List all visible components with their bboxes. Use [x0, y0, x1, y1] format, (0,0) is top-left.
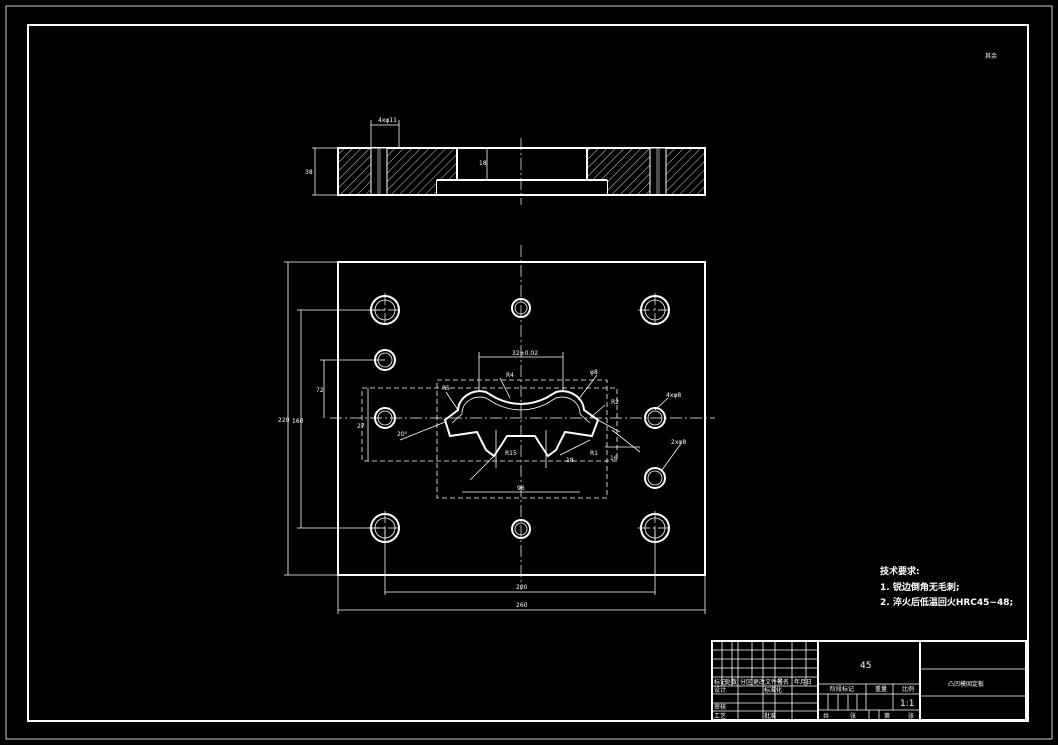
- dim-angle: 20°: [397, 431, 408, 438]
- dim-r4: R4: [506, 372, 514, 379]
- dim-r15: R15: [505, 450, 517, 457]
- tb-row-2: 工艺: [714, 712, 726, 720]
- note-2: 2. 淬火后低温回火HRC45~48;: [880, 596, 1013, 608]
- tb-material: 45: [860, 661, 871, 671]
- pin-hole-left: [374, 407, 396, 429]
- tb-sheet-1: 张: [850, 712, 856, 720]
- corner-note: 其余: [985, 52, 997, 60]
- dim-depth-side: 18: [479, 160, 487, 167]
- plate-outline: [337, 261, 706, 576]
- dim-r5: R5: [442, 385, 450, 392]
- tb-header-2: 分区: [740, 678, 752, 686]
- tb-row-3: 标准化: [764, 686, 782, 694]
- dim-hole-span-y: 160: [292, 418, 304, 425]
- bolt-hole-tr: [638, 293, 672, 327]
- notes-heading: 技术要求:: [880, 565, 920, 577]
- pilot-hole-bottom: [511, 519, 531, 539]
- hatch-left-1: [338, 148, 371, 195]
- dim-pilot-offset: 72: [316, 387, 324, 394]
- tb-scale: 1:1: [900, 699, 914, 709]
- dim-overall-width: 260: [516, 602, 528, 609]
- dim-small-b: 16: [610, 455, 618, 462]
- dim-pilot-holes: 4xφ8: [666, 392, 681, 399]
- tb-row-0: 设计: [714, 686, 726, 694]
- tb-sheet-0: 共: [823, 712, 829, 720]
- dim-cavity-width: 32±0.02: [512, 350, 538, 357]
- tb-header-1: 处数: [725, 678, 737, 686]
- pin-hole-right: [644, 407, 666, 429]
- hatch-right-2: [666, 148, 705, 195]
- tb-part-name: 凸凹模固定板: [948, 680, 984, 688]
- technical-notes: 技术要求: 1. 锐边倒角无毛刺; 2. 淬火后低温回火HRC45~48;: [880, 565, 1013, 608]
- cavity-profile: [443, 390, 600, 458]
- dim-bolt-hole-side: 4xφ11: [378, 117, 397, 124]
- tb-row-1: 审核: [714, 703, 726, 711]
- dim-small-a: 18: [566, 457, 574, 464]
- dim-phi8: φ8: [590, 369, 598, 376]
- tb-sheet-3: 张: [908, 712, 914, 720]
- tb-weight-label: 重量: [875, 685, 887, 693]
- tb-sheet-2: 第: [884, 712, 890, 720]
- tb-scale-label: 比例: [902, 685, 914, 693]
- tb-header-3: 更改文件号: [753, 678, 783, 686]
- dim-cavity-height: 27: [357, 423, 365, 430]
- side-section-view: 4xφ11 38 18: [305, 117, 706, 205]
- note-1: 1. 锐边倒角无毛刺;: [880, 581, 959, 593]
- dim-overall-height: 220: [278, 417, 290, 424]
- dim-screw-holes: 2xφ8: [671, 439, 686, 446]
- dim-hole-span-x: 200: [516, 584, 528, 591]
- tb-header-5: 年月日: [794, 678, 812, 686]
- title-block: 标记 处数 分区 更改文件号 签名 年月日 设计 标准化 审核 工艺 批准 45…: [711, 640, 1027, 721]
- plan-view: 32±0.02 96 27 72 160 220 200 260 R5: [278, 245, 715, 614]
- tb-stage-label: 阶段标记: [830, 685, 854, 693]
- pilot-hole-top: [511, 298, 531, 318]
- tb-row-4: 批准: [764, 712, 776, 720]
- dim-cavity-lower: 96: [517, 485, 525, 492]
- tb-header-4: 签名: [777, 678, 789, 686]
- outer-border: [5, 5, 1053, 740]
- dim-r2: R2: [611, 399, 619, 406]
- dim-r1: R1: [590, 450, 598, 457]
- dim-height-side: 38: [305, 169, 313, 176]
- tb-header-0: 标记: [714, 678, 726, 686]
- screw-hole-right: [644, 467, 666, 489]
- inner-border: [27, 24, 1029, 722]
